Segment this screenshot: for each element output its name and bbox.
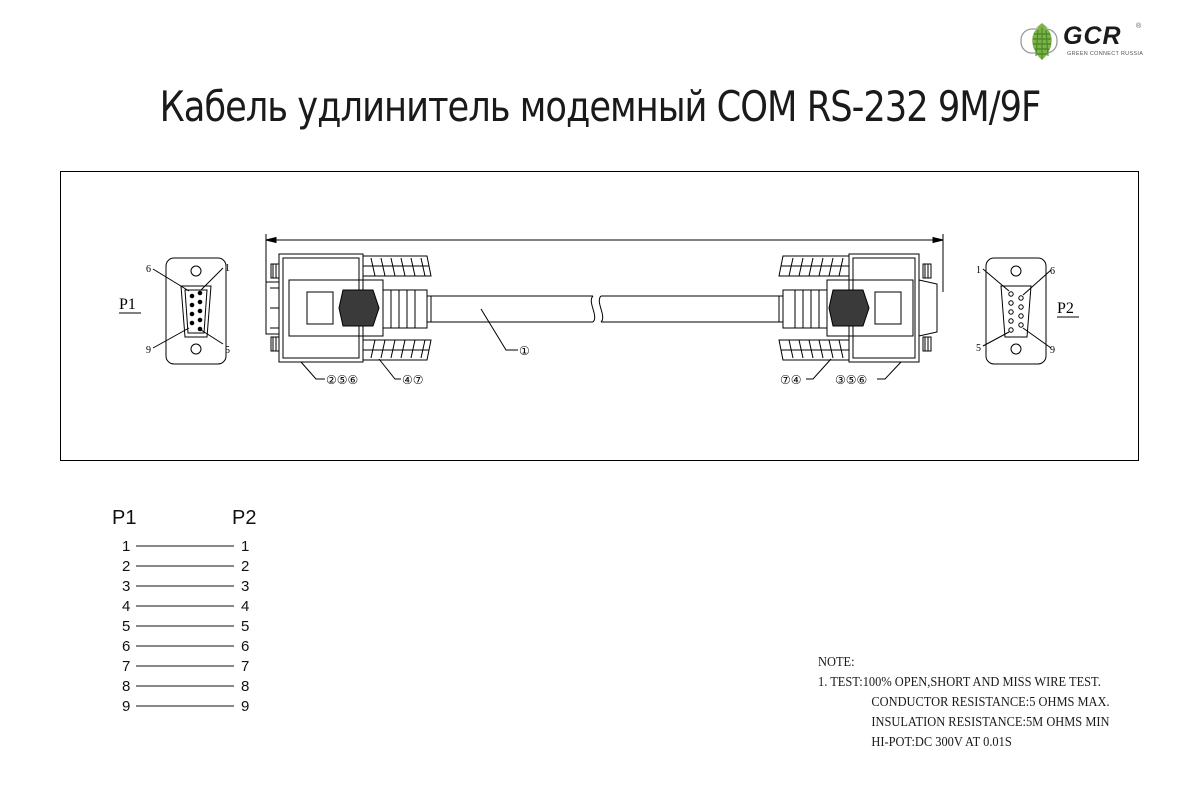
pinecone-icon xyxy=(1020,23,1058,60)
pinout-p1-pin: 1 xyxy=(122,538,130,555)
p2-pin-label: 6 xyxy=(1050,266,1055,277)
p1-label: P1 xyxy=(119,296,136,313)
logo-wordmark: GCR xyxy=(1063,22,1122,50)
pinout-p2-pin: 9 xyxy=(241,698,249,715)
pinout-p1-pin: 4 xyxy=(122,598,130,615)
gcr-logo: GCR ® GREEN CONNECT RUSSIA xyxy=(1020,20,1145,62)
p2-connector-face xyxy=(982,257,1052,365)
test-note: NOTE: 1. TEST:100% OPEN,SHORT AND MISS W… xyxy=(818,652,1158,752)
p2-connector-side xyxy=(778,253,938,363)
cable-drawing-svg: P1 P2 6 1 9 5 1 6 5 9 ① ②⑤⑥ ④⑦ ⑦④ ③⑤⑥ xyxy=(119,234,1079,387)
pinout-p2-pin: 1 xyxy=(241,538,249,555)
callout-leaders xyxy=(300,308,902,380)
pinout-header-p1: P1 xyxy=(112,507,136,529)
pinout-p2-pin: 4 xyxy=(241,598,249,615)
p1-connector-face xyxy=(152,257,227,365)
p1-connector-side xyxy=(265,253,432,363)
pinout-p1-pin: 9 xyxy=(122,698,130,715)
pinout-p2-pin: 5 xyxy=(241,618,249,635)
pinout-p2-pin: 3 xyxy=(241,578,249,595)
pinout-p1-pin: 2 xyxy=(122,558,130,575)
p2-pin-label: 1 xyxy=(976,265,981,276)
note-heading: NOTE: xyxy=(818,654,855,669)
pinout-p1-pin: 6 xyxy=(122,638,130,655)
p2-pin-label: 5 xyxy=(976,343,981,354)
pinout-p2-pin: 7 xyxy=(241,658,249,675)
logo-registered-mark: ® xyxy=(1136,23,1142,30)
pinout-p2-pin: 2 xyxy=(241,558,249,575)
note-line: HI-POT:DC 300V AT 0.01S xyxy=(871,734,1012,749)
pinout-p1-pin: 5 xyxy=(122,618,130,635)
logo-subtitle: GREEN CONNECT RUSSIA xyxy=(1067,51,1144,57)
callout-right-shell: ③⑤⑥ xyxy=(835,373,867,387)
callout-left-boot: ④⑦ xyxy=(402,373,424,387)
pinout-p1-pin: 3 xyxy=(122,578,130,595)
p1-pin-label: 5 xyxy=(225,345,230,356)
pinout-p1-pin: 8 xyxy=(122,678,130,695)
p1-pin-label: 9 xyxy=(146,345,151,356)
note-line: 1. TEST:100% OPEN,SHORT AND MISS WIRE TE… xyxy=(818,674,1101,689)
pinout-p2-pin: 8 xyxy=(241,678,249,695)
p1-pin-label: 1 xyxy=(225,263,230,274)
pinout-p2-pin: 6 xyxy=(241,638,249,655)
cable-body xyxy=(431,295,779,323)
page-title: Кабель удлинитель модемный COM RS-232 9M… xyxy=(159,82,1042,131)
p2-pin-label: 9 xyxy=(1050,345,1055,356)
cable-drawing: P1 P2 6 1 9 5 1 6 5 9 ① ②⑤⑥ ④⑦ ⑦④ ③⑤⑥ xyxy=(60,171,1139,461)
p2-label: P2 xyxy=(1057,300,1074,317)
pinout-header-p2: P2 xyxy=(232,507,256,529)
note-line: CONDUCTOR RESISTANCE:5 OHMS MAX. xyxy=(871,694,1110,709)
callout-cable: ① xyxy=(519,344,530,358)
p1-pin-label: 6 xyxy=(146,264,151,275)
callout-right-boot: ⑦④ xyxy=(780,373,802,387)
pinout-p1-pin: 7 xyxy=(122,658,130,675)
callout-left-shell: ②⑤⑥ xyxy=(326,373,358,387)
note-line: INSULATION RESISTANCE:5M OHMS MIN xyxy=(871,714,1110,729)
